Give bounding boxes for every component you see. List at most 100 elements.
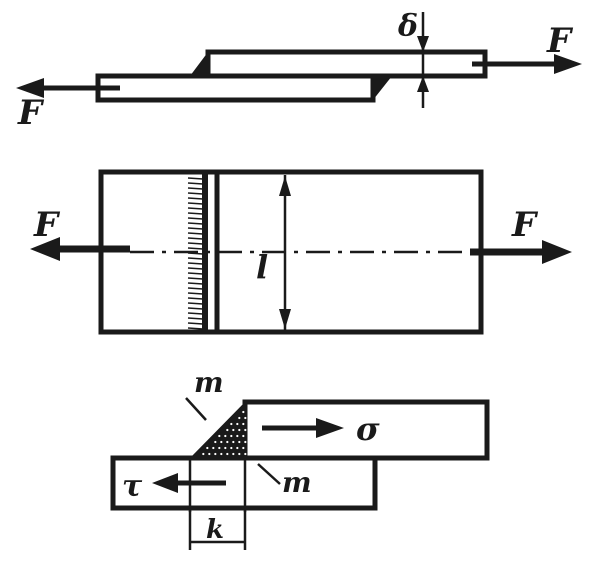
- stipple-dot: [212, 446, 215, 450]
- stipple-dot: [244, 428, 247, 432]
- thickness-arrow-top: [417, 36, 429, 52]
- weld-stipple: [202, 410, 247, 456]
- thickness-arrow-bottom: [417, 76, 429, 92]
- stipple-dot: [220, 440, 223, 444]
- stipple-dot: [226, 428, 229, 432]
- stipple-dot: [224, 434, 227, 438]
- stipple-dot: [230, 434, 233, 438]
- hatch-stroke: [187, 182, 204, 185]
- force-arrowhead-right-top: [554, 54, 582, 74]
- hatch-stroke: [187, 202, 204, 205]
- length-arrow-bottom: [279, 309, 291, 329]
- normal-stress-label: σ: [356, 410, 380, 448]
- stipple-dot: [244, 440, 247, 444]
- hatch-stroke: [187, 212, 204, 215]
- stipple-dot: [238, 440, 241, 444]
- hatch-stroke: [187, 327, 204, 330]
- force-arrowhead-left-mid: [30, 237, 60, 261]
- hatch-stroke: [187, 262, 204, 265]
- hatch-stroke: [187, 207, 204, 210]
- hatch-stroke: [187, 192, 204, 195]
- stipple-dot: [232, 452, 235, 456]
- stipple-dot: [214, 452, 217, 456]
- upper-plate: [205, 49, 488, 79]
- hatch-stroke: [187, 177, 204, 180]
- stipple-dot: [244, 452, 247, 456]
- weld-section-detail: m m σ τ k: [110, 366, 490, 550]
- stipple-dot: [226, 452, 229, 456]
- stipple-dot: [218, 446, 221, 450]
- stipple-dot: [238, 452, 241, 456]
- stipple-dot: [226, 440, 229, 444]
- detail-fillet-weld: [190, 402, 245, 458]
- stipple-dot: [202, 452, 205, 456]
- section-line-mark-upper: [185, 397, 207, 421]
- hatch-stroke: [187, 267, 204, 270]
- hatch-stroke: [187, 292, 204, 295]
- hatch-stroke: [187, 302, 204, 305]
- force-label-top-right: F: [546, 21, 574, 61]
- fillet-weld-left: [190, 52, 208, 76]
- length-arrow-top: [279, 176, 291, 196]
- stipple-dot: [236, 422, 239, 426]
- stipple-dot: [232, 440, 235, 444]
- length-label: l: [256, 248, 268, 286]
- stipple-dot: [236, 446, 239, 450]
- stipple-dot: [242, 410, 245, 414]
- hatch-stroke: [187, 187, 204, 190]
- stipple-dot: [208, 452, 211, 456]
- hatch-stroke: [187, 217, 204, 220]
- force-label-mid-left: F: [33, 205, 61, 245]
- force-label-mid-right: F: [511, 205, 539, 245]
- leg-label: k: [206, 515, 224, 545]
- hatch-stroke: [187, 227, 204, 230]
- force-arrowhead-left-top: [16, 78, 44, 98]
- lower-plate: [95, 73, 376, 103]
- stipple-dot: [220, 452, 223, 456]
- hatch-stroke: [187, 312, 204, 315]
- section-line-mark-lower: [257, 463, 281, 485]
- stipple-dot: [206, 446, 209, 450]
- hatch-stroke: [187, 222, 204, 225]
- stipple-dot: [242, 422, 245, 426]
- stipple-dot: [218, 434, 221, 438]
- stipple-dot: [242, 434, 245, 438]
- stipple-dot: [224, 446, 227, 450]
- thickness-label: δ: [397, 9, 418, 44]
- hatch-stroke: [187, 247, 204, 250]
- stipple-dot: [230, 446, 233, 450]
- force-label-top-left: F: [17, 93, 45, 133]
- stipple-dot: [236, 434, 239, 438]
- stipple-dot: [230, 422, 233, 426]
- shear-stress-arrowhead: [152, 473, 178, 493]
- stipple-dot: [232, 428, 235, 432]
- hatch-stroke: [187, 272, 204, 275]
- weld-hatching: [187, 177, 204, 330]
- hatch-stroke: [187, 297, 204, 300]
- hatch-stroke: [187, 197, 204, 200]
- section-label-upper: m: [194, 366, 224, 399]
- stipple-dot: [214, 440, 217, 444]
- shear-stress-label: τ: [122, 469, 143, 504]
- stipple-dot: [238, 416, 241, 420]
- hatch-stroke: [187, 317, 204, 320]
- stipple-dot: [238, 428, 241, 432]
- hatch-stroke: [187, 242, 204, 245]
- fillet-weld-right: [373, 76, 392, 100]
- hatch-stroke: [187, 307, 204, 310]
- section-label-lower: m: [282, 466, 312, 499]
- hatch-stroke: [187, 232, 204, 235]
- hatch-stroke: [187, 322, 204, 325]
- hatch-stroke: [187, 237, 204, 240]
- hatch-stroke: [187, 257, 204, 260]
- hatch-stroke: [187, 277, 204, 280]
- joint-side-view: δ F F: [16, 9, 582, 133]
- stipple-dot: [244, 416, 247, 420]
- stipple-dot: [242, 446, 245, 450]
- joint-plan-view: l F F: [30, 169, 572, 335]
- hatch-stroke: [187, 287, 204, 290]
- hatch-stroke: [187, 282, 204, 285]
- force-arrowhead-right-mid: [542, 240, 572, 264]
- normal-stress-arrowhead: [316, 418, 344, 438]
